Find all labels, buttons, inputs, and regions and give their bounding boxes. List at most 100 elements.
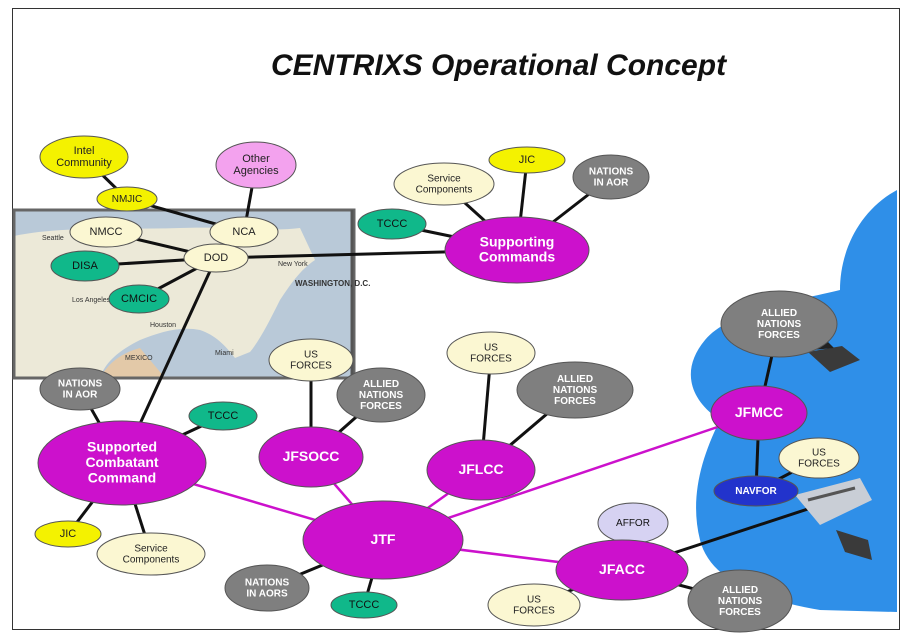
node-tccc-top: TCCC bbox=[357, 208, 427, 240]
jflcc-label: JFLCC bbox=[458, 461, 503, 477]
nmjic-ellipse bbox=[96, 186, 158, 212]
map-label-houston: Houston bbox=[150, 322, 176, 329]
map-label-miami: Miami bbox=[215, 350, 234, 357]
node-jfsocc: JFSOCC bbox=[258, 426, 364, 488]
node-jtf: JTF bbox=[302, 500, 464, 580]
nations-aor-left-ellipse bbox=[39, 367, 121, 411]
nations-aor-top-ellipse bbox=[572, 154, 650, 200]
jtf-ellipse bbox=[302, 500, 464, 580]
node-nca: NCA bbox=[209, 216, 279, 248]
cmcic-ellipse bbox=[108, 284, 170, 314]
us-forces-1-ellipse bbox=[268, 338, 354, 382]
node-cmcic: CMCIC bbox=[108, 284, 170, 314]
node-affor: AFFOR bbox=[597, 502, 669, 544]
node-jfmcc: JFMCC bbox=[710, 385, 808, 441]
tccc-top-label: TCCC bbox=[377, 218, 408, 230]
jfacc-ellipse bbox=[555, 539, 689, 601]
jfmcc-ellipse bbox=[710, 385, 808, 441]
jic-top-label: JIC bbox=[519, 154, 536, 166]
node-nmjic: NMJIC bbox=[96, 186, 158, 212]
dod-ellipse bbox=[183, 243, 249, 273]
slide-title: CENTRIXS Operational Concept bbox=[271, 49, 727, 82]
map-label-los-angeles: Los Angeles bbox=[72, 297, 111, 304]
nmcc-label: NMCC bbox=[90, 226, 123, 238]
ship-icon-2 bbox=[836, 530, 872, 560]
tccc-left-ellipse bbox=[188, 401, 258, 431]
nmjic-label: NMJIC bbox=[112, 194, 143, 205]
disa-ellipse bbox=[50, 250, 120, 282]
disa-label: DISA bbox=[72, 260, 98, 272]
supporting-ellipse bbox=[444, 216, 590, 284]
other-agencies-ellipse bbox=[215, 141, 297, 189]
node-tccc-bottom: TCCC bbox=[330, 591, 398, 619]
service-top-ellipse bbox=[393, 162, 495, 206]
node-jic-top: JIC bbox=[488, 146, 566, 174]
navfor-label: NAVFOR bbox=[735, 486, 777, 497]
node-jfacc: JFACC bbox=[555, 539, 689, 601]
supported-ellipse bbox=[37, 420, 207, 506]
tccc-bottom-label: TCCC bbox=[349, 599, 380, 611]
jtf-label: JTF bbox=[371, 531, 396, 547]
node-jflcc: JFLCC bbox=[426, 439, 536, 501]
map-label-seattle: Seattle bbox=[42, 235, 64, 242]
dod-label: DOD bbox=[204, 252, 229, 264]
node-disa: DISA bbox=[50, 250, 120, 282]
us-forces-3-ellipse bbox=[778, 437, 860, 479]
node-dod: DOD bbox=[183, 243, 249, 273]
jflcc-ellipse bbox=[426, 439, 536, 501]
map-label-washington: WASHINGTON, D.C. bbox=[295, 279, 370, 288]
jic-bottom-ellipse bbox=[34, 520, 102, 548]
navfor-ellipse bbox=[713, 475, 799, 507]
tccc-bottom-ellipse bbox=[330, 591, 398, 619]
map-label-new-york: New York bbox=[278, 261, 308, 268]
jic-bottom-label: JIC bbox=[60, 528, 77, 540]
service-bottom-ellipse bbox=[96, 532, 206, 576]
map-label-mexico: MEXICO bbox=[125, 355, 153, 362]
cmcic-label: CMCIC bbox=[121, 293, 157, 305]
node-jic-bottom: JIC bbox=[34, 520, 102, 548]
allied-4-ellipse bbox=[687, 569, 793, 633]
nations-aors-ellipse bbox=[224, 564, 310, 612]
tccc-top-ellipse bbox=[357, 208, 427, 240]
us-forces-4-ellipse bbox=[487, 583, 581, 627]
intel-ellipse bbox=[39, 135, 129, 179]
nmcc-ellipse bbox=[69, 216, 143, 248]
allied-1-ellipse bbox=[336, 367, 426, 423]
tccc-left-label: TCCC bbox=[208, 410, 239, 422]
us-forces-2-ellipse bbox=[446, 331, 536, 375]
jfacc-label: JFACC bbox=[599, 561, 645, 577]
node-nmcc: NMCC bbox=[69, 216, 143, 248]
jfmcc-label: JFMCC bbox=[735, 404, 783, 420]
jic-top-ellipse bbox=[488, 146, 566, 174]
